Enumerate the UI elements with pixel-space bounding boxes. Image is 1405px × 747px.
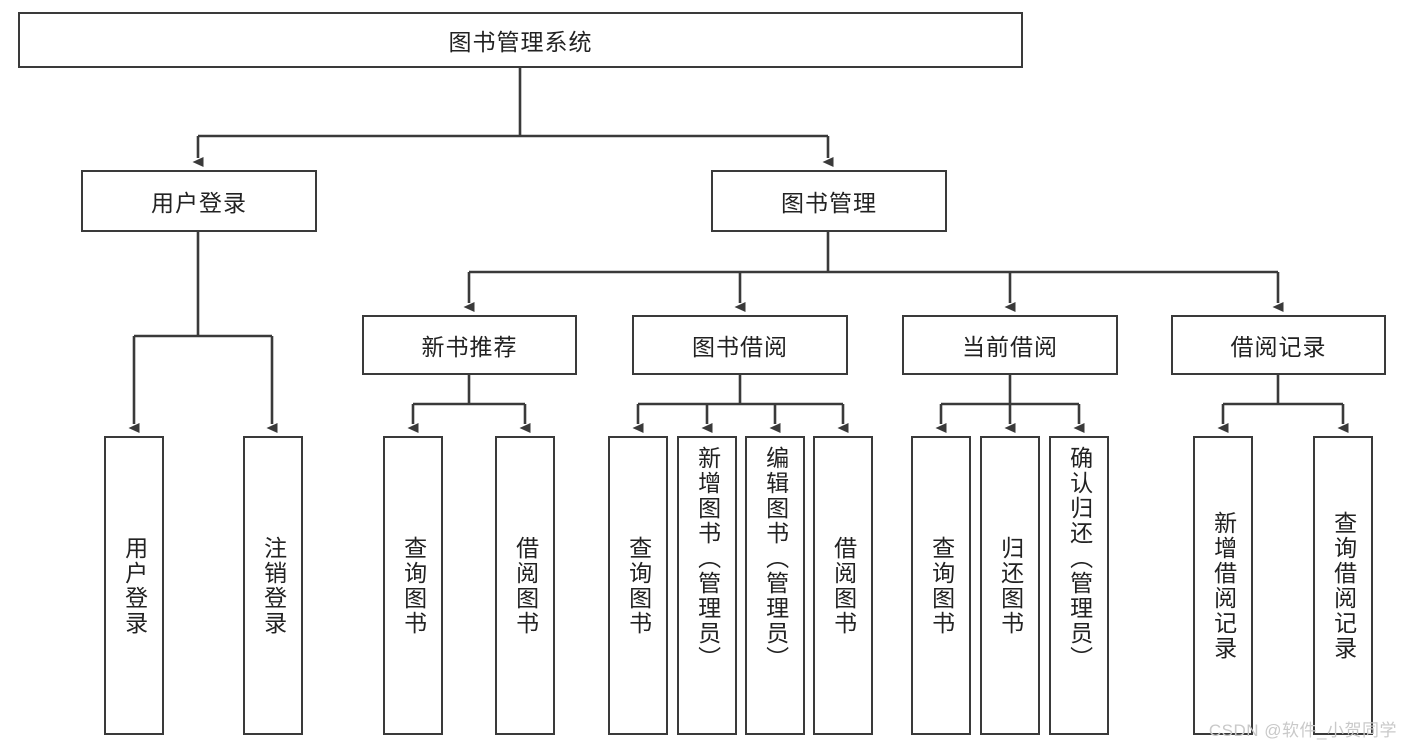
leaf-current-borrow-confirm[interactable]: 确认归还（管理员）: [1049, 436, 1109, 735]
node-borrow-record-label: 借阅记录: [1230, 334, 1327, 360]
leaf-label: 查询图书: [928, 535, 955, 636]
leaf-borrow-record-add[interactable]: 新增借阅记录: [1193, 436, 1253, 735]
leaf-borrow-record-query[interactable]: 查询借阅记录: [1313, 436, 1373, 735]
leaf-new-book-borrow[interactable]: 借阅图书: [495, 436, 555, 735]
leaf-label: 确认归还（管理员）: [1066, 446, 1093, 671]
leaf-label: 借阅图书: [830, 535, 857, 636]
leaf-book-borrow-query[interactable]: 查询图书: [608, 436, 668, 735]
leaf-label: 查询借阅记录: [1330, 510, 1357, 661]
leaf-label: 新增借阅记录: [1210, 510, 1237, 661]
node-user-login[interactable]: 用户登录: [81, 170, 317, 232]
leaf-book-borrow-edit[interactable]: 编辑图书（管理员）: [745, 436, 805, 735]
leaf-label: 归还图书: [997, 535, 1024, 636]
leaf-current-borrow-return[interactable]: 归还图书: [980, 436, 1040, 735]
node-borrow-record[interactable]: 借阅记录: [1171, 315, 1386, 375]
leaf-label: 注销登录: [260, 535, 287, 636]
leaf-label: 查询图书: [400, 535, 427, 636]
leaf-new-book-query[interactable]: 查询图书: [383, 436, 443, 735]
node-book-borrow-label: 图书借阅: [692, 334, 788, 360]
node-new-book-recommend-label: 新书推荐: [421, 334, 518, 360]
node-root[interactable]: 图书管理系统: [18, 12, 1023, 68]
leaf-label: 查询图书: [625, 535, 652, 636]
leaf-book-borrow-borrow[interactable]: 借阅图书: [813, 436, 873, 735]
leaf-current-borrow-query[interactable]: 查询图书: [911, 436, 971, 735]
node-book-borrow[interactable]: 图书借阅: [632, 315, 848, 375]
leaf-label: 编辑图书（管理员）: [762, 446, 789, 671]
leaf-book-borrow-add[interactable]: 新增图书（管理员）: [677, 436, 737, 735]
leaf-user-login-signin[interactable]: 用户登录: [104, 436, 164, 735]
leaf-label: 新增图书（管理员）: [694, 446, 721, 671]
node-book-management-label: 图书管理: [781, 190, 877, 216]
leaf-user-login-signout[interactable]: 注销登录: [243, 436, 303, 735]
leaf-label: 借阅图书: [512, 535, 539, 636]
leaf-label: 用户登录: [121, 535, 148, 636]
node-book-management[interactable]: 图书管理: [711, 170, 947, 232]
node-new-book-recommend[interactable]: 新书推荐: [362, 315, 577, 375]
node-root-label: 图书管理系统: [448, 29, 593, 55]
node-current-borrow-label: 当前借阅: [962, 334, 1058, 360]
node-user-login-label: 用户登录: [151, 190, 247, 216]
node-current-borrow[interactable]: 当前借阅: [902, 315, 1118, 375]
